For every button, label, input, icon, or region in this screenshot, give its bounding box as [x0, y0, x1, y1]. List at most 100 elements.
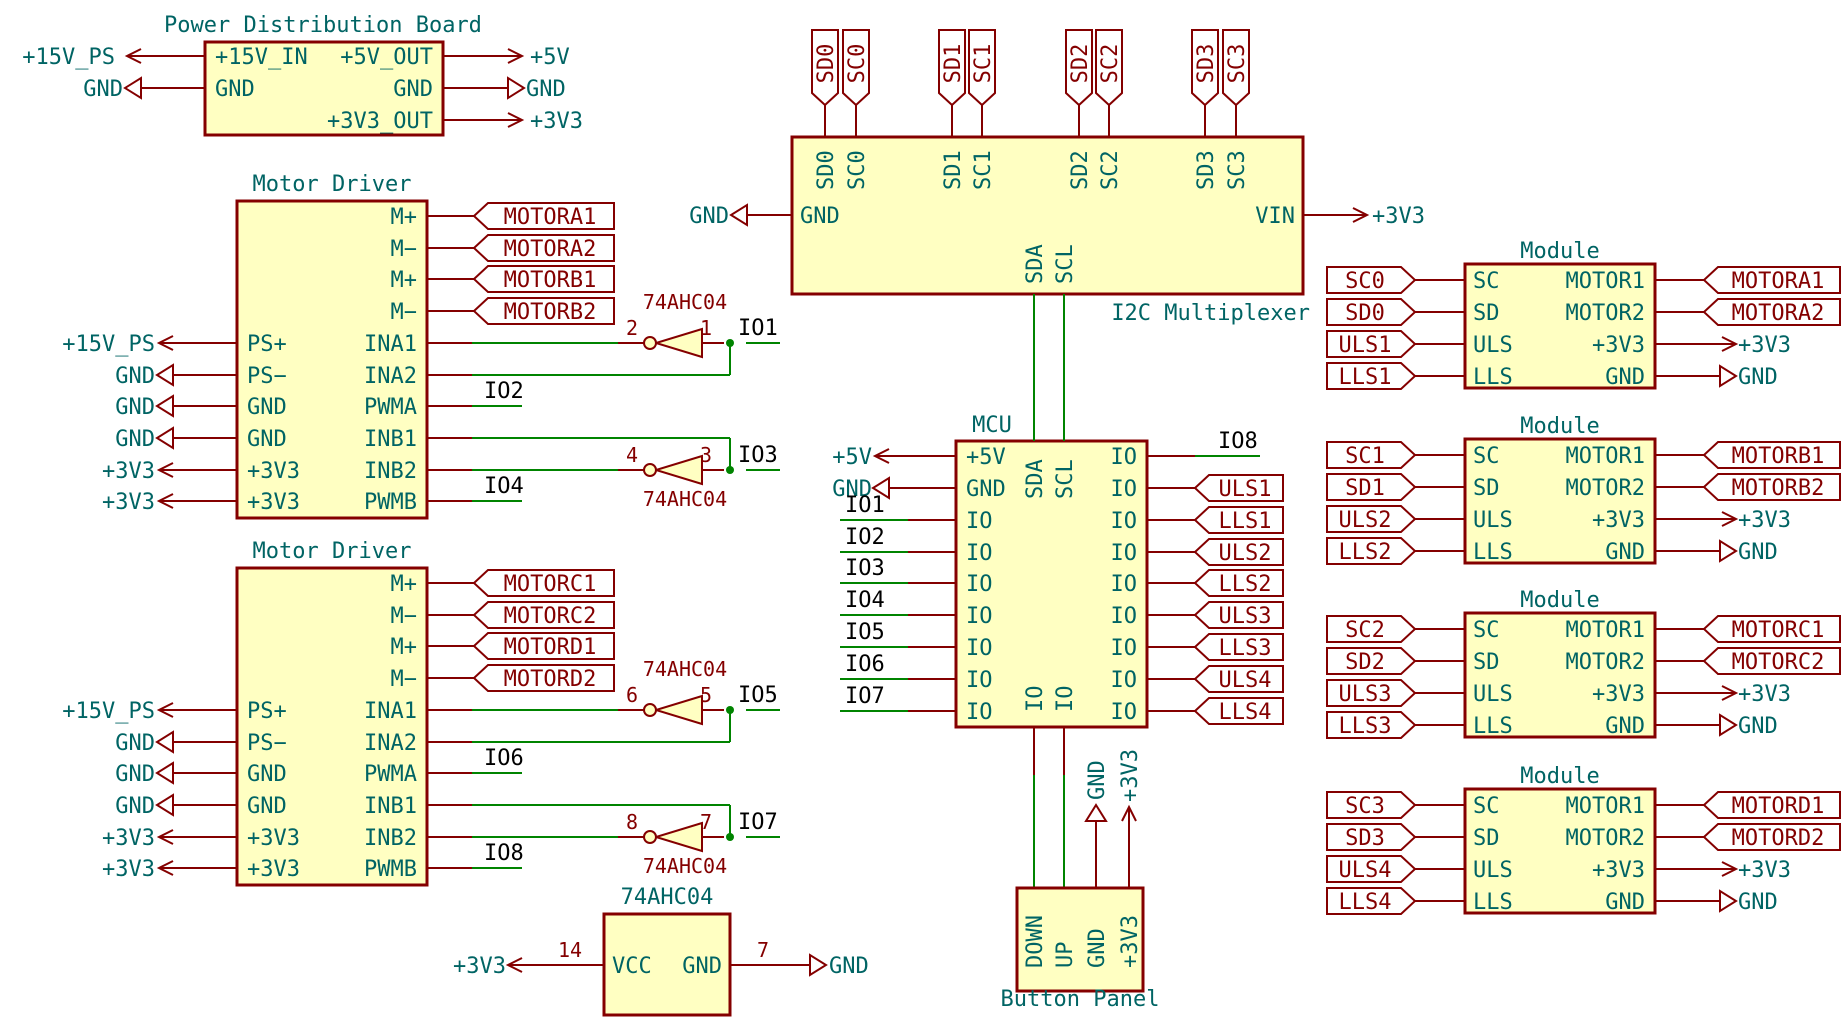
global-label: SD0: [814, 44, 839, 84]
pin-label: SD: [1473, 301, 1500, 326]
gate-input-pin-number: 3: [700, 443, 712, 467]
junction-dot: [726, 339, 734, 347]
power-port: GND: [526, 77, 566, 102]
net-label: IO7: [738, 810, 778, 835]
pin-label: M+: [391, 572, 418, 597]
pin-label: ULS: [1473, 508, 1513, 533]
pin-label: IO: [1023, 686, 1048, 713]
global-label: MOTORD2: [1732, 826, 1825, 851]
net-label: IO8: [484, 841, 524, 866]
global-label: MOTORB2: [1732, 476, 1825, 501]
global-label: LLS4: [1219, 700, 1272, 725]
power-port: +3V3: [102, 459, 155, 484]
pin-label: ULS: [1473, 682, 1513, 707]
pin-label: GND: [1605, 365, 1645, 390]
global-label: ULS3: [1219, 604, 1272, 629]
power-port: GND: [689, 204, 729, 229]
net-label: IO8: [1218, 429, 1258, 454]
global-label: MOTORA1: [504, 205, 597, 230]
pin-label: SC1: [971, 150, 996, 190]
power-port: +3V3: [530, 109, 583, 134]
multiplexer-title: I2C Multiplexer: [1111, 301, 1310, 326]
global-label: SD2: [1068, 44, 1093, 84]
global-label: LLS2: [1339, 540, 1392, 565]
global-label: SD3: [1345, 826, 1385, 851]
gate-part-name: 74AHC04: [643, 657, 727, 681]
net-label: IO4: [484, 474, 524, 499]
pin-label: GND: [247, 762, 287, 787]
junction-dot: [726, 706, 734, 714]
global-label: LLS4: [1339, 890, 1392, 915]
power-port: GND: [1738, 714, 1778, 739]
motor-driver-title: Motor Driver: [253, 172, 412, 197]
pin-label: GND: [1085, 928, 1110, 968]
motor-driver-title: Motor Driver: [253, 539, 412, 564]
global-label: ULS2: [1339, 508, 1392, 533]
gate-part-name: 74AHC04: [643, 487, 727, 511]
pin-label: SCL: [1053, 244, 1078, 284]
inverter-gate: 56: [618, 683, 724, 726]
pin-label: LLS: [1473, 890, 1513, 915]
pin-label: IO: [1111, 541, 1138, 566]
module-title: Module: [1520, 588, 1599, 613]
global-label: MOTORA1: [1732, 269, 1825, 294]
pin-label: GND: [247, 395, 287, 420]
global-label: SC3: [1225, 44, 1250, 84]
global-label: SD3: [1194, 44, 1219, 84]
pin-label: SCL: [1053, 459, 1078, 499]
power-port: GND: [115, 794, 155, 819]
pin-label: IO: [1053, 686, 1078, 713]
pin-label: SC: [1473, 269, 1500, 294]
net-label: IO4: [845, 588, 885, 613]
net-label: IO7: [845, 684, 885, 709]
pin-label: SC2: [1098, 150, 1123, 190]
global-label: MOTORD2: [504, 667, 597, 692]
gate-output-pin-number: 8: [626, 810, 638, 834]
net-label: IO6: [484, 746, 524, 771]
pin-label: INA2: [364, 731, 417, 756]
pin-label: PWMA: [364, 762, 417, 787]
pin-label: IO: [966, 668, 993, 693]
pin-label: SDA: [1023, 244, 1048, 284]
pin-label: MOTOR1: [1566, 794, 1645, 819]
pin-label: INB1: [364, 427, 417, 452]
gate-output-pin-number: 2: [626, 316, 638, 340]
global-label: LLS1: [1339, 365, 1392, 390]
power-board-title: Power Distribution Board: [164, 13, 482, 38]
pin-label: M+: [391, 635, 418, 660]
pin-label: SD: [1473, 650, 1500, 675]
pin-label: +5V: [966, 445, 1006, 470]
pin-label: INA1: [364, 332, 417, 357]
pin-label: MOTOR2: [1566, 650, 1645, 675]
power-port: +3V3: [102, 826, 155, 851]
global-label: SD2: [1345, 650, 1385, 675]
power-port: +3V3: [453, 954, 506, 979]
global-label: MOTORC1: [1732, 618, 1825, 643]
pin-label: GND: [1605, 540, 1645, 565]
pin-label: MOTOR2: [1566, 826, 1645, 851]
pin-label: SD2: [1068, 150, 1093, 190]
pin-label: PWMB: [364, 857, 417, 882]
global-label: ULS2: [1219, 541, 1272, 566]
pin-label: GND: [393, 77, 433, 102]
pin-label: SD0: [814, 150, 839, 190]
net-label: IO1: [738, 316, 778, 341]
pin-label: IO: [966, 572, 993, 597]
pin-label: IO: [966, 700, 993, 725]
pin-label: INA1: [364, 699, 417, 724]
global-label: MOTORD1: [1732, 794, 1825, 819]
power-port: +3V3: [1372, 204, 1425, 229]
global-label: LLS3: [1339, 714, 1392, 739]
power-port: GND: [115, 731, 155, 756]
pin-label: +3V3: [247, 826, 300, 851]
pin-label: VIN: [1255, 204, 1295, 229]
gate-part-name: 74AHC04: [643, 290, 727, 314]
global-label: SC1: [1345, 444, 1385, 469]
net-label: IO2: [845, 525, 885, 550]
power-port: GND: [115, 395, 155, 420]
